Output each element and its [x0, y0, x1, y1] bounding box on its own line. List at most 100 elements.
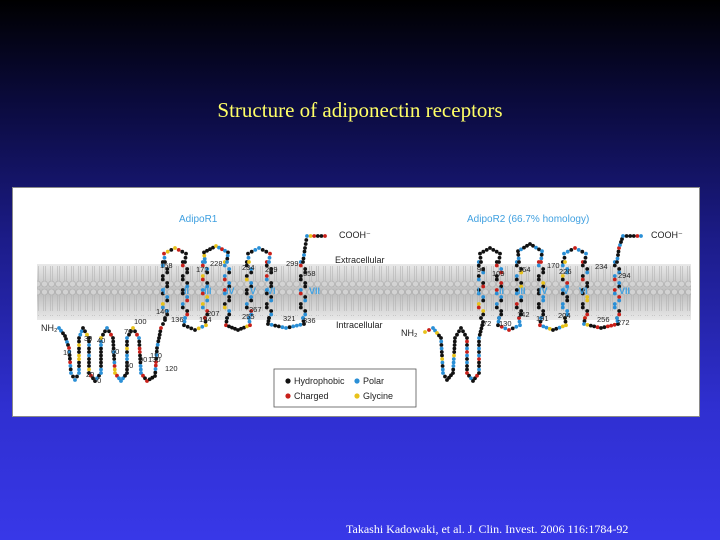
r1-c-terminal-residue	[308, 234, 313, 238]
r2-n-terminal-residue	[471, 379, 475, 383]
r2-res-94: 94	[477, 265, 485, 274]
r2-helix-residue	[519, 295, 524, 299]
r2-helix-residue	[499, 284, 504, 289]
r2-loop-ext-residue	[516, 252, 521, 257]
r2-loop-ext-residue	[478, 251, 482, 256]
r1-helix-residue	[165, 312, 170, 317]
r1-helix-4: IV	[226, 286, 235, 296]
r2-n-terminal-residue	[451, 360, 456, 365]
r1-loop-int-residue	[233, 326, 237, 331]
r2-n-terminal-residue	[481, 320, 485, 324]
r1-helix-residue	[244, 274, 249, 278]
r2-loop-ext-residue	[522, 245, 526, 250]
r1-loop-int-residue	[267, 316, 271, 320]
r1-loop-ext-residue	[202, 256, 207, 261]
r2-n-terminal-residue	[480, 323, 485, 328]
r2-loop-ext-residue	[573, 246, 577, 250]
adipor2-residue-numbers: 94 109 164 170 226 234 294 72 130 142 19…	[477, 261, 631, 328]
r1-loop-int-residue	[280, 325, 285, 330]
r1-loop-ext-residue	[264, 249, 269, 254]
r2-helix-residue	[541, 267, 546, 271]
r1-loop-ext-residue	[165, 249, 170, 254]
r1-helix-residue	[222, 274, 227, 278]
r2-helix-residue	[585, 312, 590, 317]
r2-helix-residue	[476, 263, 481, 268]
r1-loop-int-residue	[245, 324, 249, 329]
r1-res-158: 158	[160, 261, 173, 270]
r1-c-terminal-residue	[305, 234, 309, 238]
r2-n-terminal-residue	[440, 357, 445, 361]
r2-helix-residue	[499, 267, 504, 271]
r2-loop-ext-residue	[565, 249, 570, 254]
r2-loop-ext-residue	[525, 243, 529, 248]
r2-helix-residue	[565, 267, 570, 271]
intracellular-label: Intracellular	[336, 320, 383, 330]
slide-title: Structure of adiponectin receptors	[217, 98, 503, 122]
r2-res-256: 256	[597, 315, 610, 324]
r2-loop-int-residue	[496, 323, 500, 328]
r1-loop-ext-residue	[247, 260, 251, 264]
r1-n-terminal-residue	[99, 353, 103, 358]
r1-loop-ext-residue	[267, 255, 272, 260]
r2-helix-residue	[580, 277, 585, 282]
r1-helix-residue	[222, 288, 227, 292]
r2-helix-residue	[612, 263, 617, 268]
r1-n-terminal-residue	[159, 326, 163, 330]
r2-n-terminal-residue	[477, 371, 481, 375]
r1-helix-residue	[269, 267, 274, 271]
r1-c-terminal-residue	[315, 234, 320, 238]
r2-helix-residue	[560, 305, 565, 310]
r1-helix-residue	[298, 305, 303, 310]
r1-helix-residue	[269, 309, 274, 313]
r1-helix-residue	[269, 284, 274, 289]
r1-c-terminal-residue	[303, 246, 307, 250]
r2-helix-residue	[481, 298, 486, 303]
r1-helix-residue	[249, 270, 254, 275]
r1-helix-residue	[303, 298, 308, 303]
r1-c-terminal-residue	[302, 249, 307, 254]
r2-n-terminal-residue	[465, 343, 469, 347]
residue-chains	[57, 234, 643, 383]
r1-n-terminal-residue	[111, 350, 116, 354]
r1-helix-residue	[269, 281, 274, 285]
r2-helix-residue	[580, 288, 585, 292]
r2-loop-ext-residue	[479, 260, 483, 264]
r1-helix-residue	[200, 263, 205, 268]
r2-loop-int-residue	[507, 328, 511, 332]
r1-n-terminal-residue	[99, 371, 103, 375]
r2-loop-int-residue	[539, 316, 543, 320]
r2-loop-ext-residue	[534, 245, 538, 250]
r2-helix-2: II	[499, 286, 504, 296]
r2-loop-int-residue	[544, 325, 549, 330]
r1-helix-residue	[205, 281, 210, 285]
r1-n-terminal-residue	[77, 371, 81, 375]
r2-helix-residue	[536, 288, 541, 292]
r1-n-terminal-residue	[138, 360, 143, 365]
r1-helix-residue	[165, 284, 170, 289]
r1-helix-residue	[244, 263, 249, 268]
r1-n-terminal-residue	[129, 329, 133, 334]
r1-helix-residue	[185, 284, 190, 289]
r1-n-terminal-residue	[57, 326, 61, 330]
r1-loop-int-residue	[266, 322, 270, 326]
r2-loop-ext-residue	[516, 249, 520, 254]
r1-n-terminal-residue	[99, 346, 103, 351]
r2-helix-residue	[514, 305, 519, 310]
r1-n-terminal-residue	[153, 370, 158, 375]
r1-n-terminal-residue	[154, 349, 159, 354]
r1-loop-ext-residue	[220, 247, 224, 252]
r2-n-terminal-residue	[465, 339, 469, 344]
r1-n-terminal-residue	[125, 353, 129, 358]
r2-helix-residue	[541, 270, 546, 275]
r1-loop-int-residue	[291, 324, 296, 329]
r2-loop-ext-residue	[517, 260, 521, 264]
r1-res-336: 336	[303, 316, 316, 325]
r1-loop-ext-residue	[223, 248, 227, 253]
legend-charged-swatch	[285, 393, 291, 399]
r1-helix-residue	[180, 288, 185, 292]
r1-loop-ext-residue	[225, 256, 230, 261]
r1-n-terminal-residue	[99, 364, 103, 368]
r2-loop-int-residue	[541, 324, 546, 329]
r1-loop-int-residue	[302, 322, 306, 326]
r2-res-130: 130	[499, 319, 512, 328]
